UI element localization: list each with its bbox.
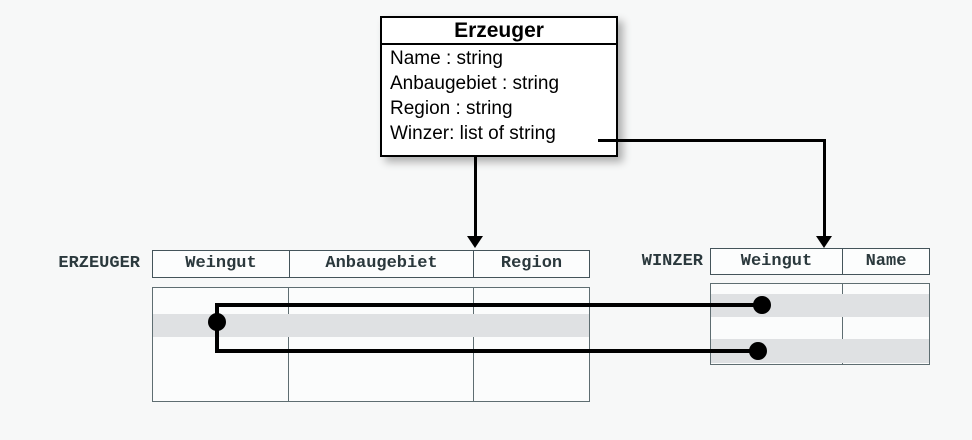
link-endpoint-dot-winzer-1 xyxy=(753,296,771,314)
winzer-table-label: WINZER xyxy=(641,252,703,271)
winzer-table-header: Weingut Name xyxy=(710,248,930,275)
uml-attribute-list: Name : string Anbaugebiet : string Regio… xyxy=(382,45,616,146)
column-header-weingut: Weingut xyxy=(185,254,257,273)
column-divider xyxy=(288,288,289,401)
highlighted-row xyxy=(153,314,589,337)
column-divider xyxy=(842,284,843,364)
column-header-weingut: Weingut xyxy=(740,252,813,271)
uml-attribute-name: Name : string xyxy=(390,48,503,69)
column-header-anbaugebiet: Anbaugebiet xyxy=(289,251,473,277)
column-header-region: Region xyxy=(473,251,589,277)
erzeuger-table-header: Weingut Anbaugebiet Region xyxy=(152,250,590,278)
arrow-line-winzer-vertical xyxy=(823,139,826,236)
column-header-name: Name xyxy=(842,249,929,274)
uml-class-title: Erzeuger xyxy=(382,18,616,45)
uml-class-box-erzeuger: Erzeuger Name : string Anbaugebiet : str… xyxy=(380,16,618,157)
uml-attribute-anbaugebiet: Anbaugebiet : string xyxy=(390,73,560,94)
uml-attribute-region: Region : string xyxy=(390,98,513,119)
erzeuger-table-label: ERZEUGER xyxy=(58,254,140,273)
arrow-line-class-to-erzeuger xyxy=(474,155,477,236)
link-endpoint-dot-erzeuger xyxy=(208,313,226,331)
link-endpoint-dot-winzer-2 xyxy=(749,342,767,360)
arrowhead-winzer-icon xyxy=(816,236,832,248)
link-line-bottom xyxy=(215,349,758,353)
arrow-line-winzer-horizontal xyxy=(598,139,826,142)
arrowhead-erzeuger-icon xyxy=(467,236,483,248)
link-line-top xyxy=(215,303,762,307)
column-divider xyxy=(473,288,474,401)
uml-attribute-winzer: Winzer: list of string xyxy=(390,123,556,144)
